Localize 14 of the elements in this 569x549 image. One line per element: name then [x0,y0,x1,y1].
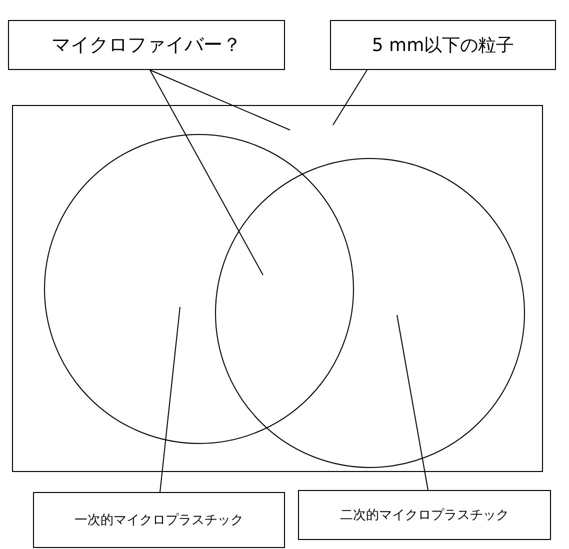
label-box [8,20,285,70]
leader-line [150,70,290,130]
leader-line [396,314,428,490]
label-box [298,490,551,540]
leader-line [332,70,368,126]
label-text: 5 mm以下の粒子 [372,34,514,57]
label-box [330,20,556,70]
label-text: 一次的マイクロプラスチック [74,512,244,529]
leader-line [150,70,264,276]
label-text: マイクロファイバー？ [52,33,242,58]
label-box [33,492,285,548]
leader-line [160,306,180,492]
frame-rectangle [12,105,543,472]
label-text: 二次的マイクロプラスチック [340,507,509,524]
